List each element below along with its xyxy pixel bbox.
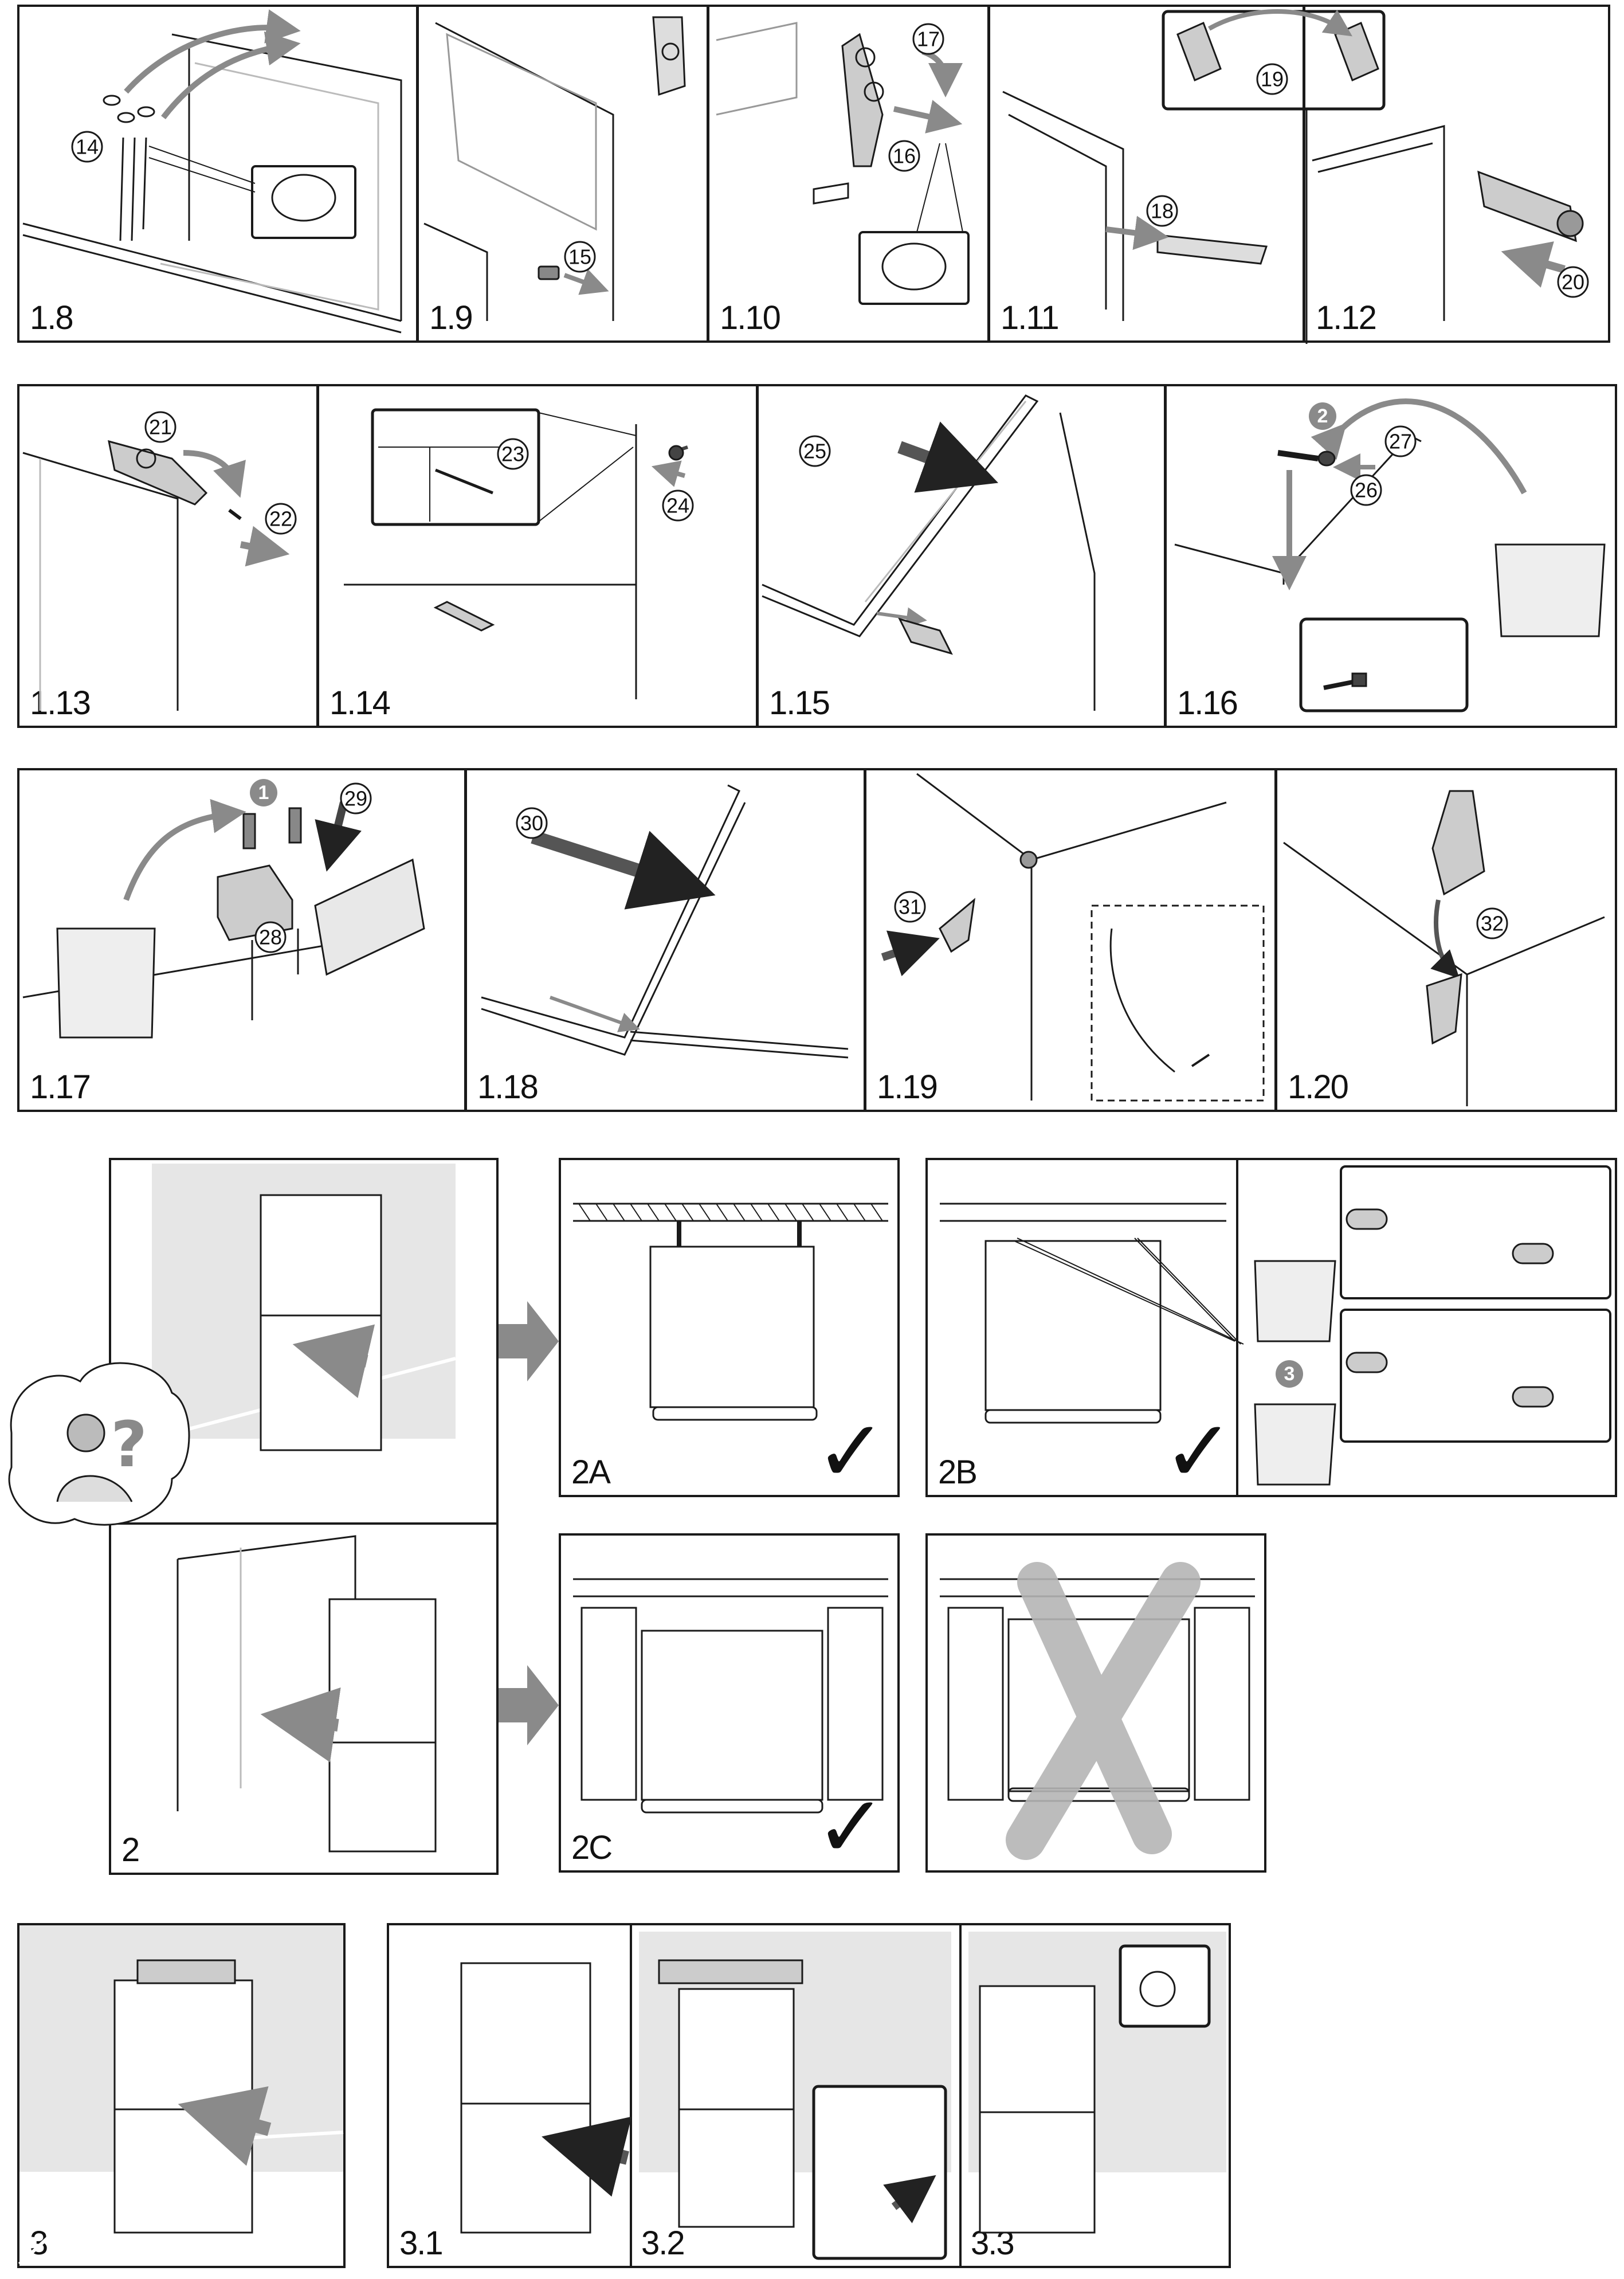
drawing-1-8 xyxy=(22,9,402,334)
drawing-3-2 xyxy=(639,1932,951,2260)
cross-icon xyxy=(1006,1562,1201,1860)
callout-24: 24 xyxy=(666,494,689,518)
callout-30: 30 xyxy=(520,812,543,835)
check-icon: ✓ xyxy=(815,1777,887,1873)
drawing-3 xyxy=(18,1925,344,2266)
step-label: 2B xyxy=(938,1454,978,1491)
callout-14: 14 xyxy=(76,135,99,159)
drawing-2B xyxy=(940,1165,1611,1486)
drawing-2 xyxy=(176,1535,437,1853)
step-label: 2 xyxy=(121,1831,140,1869)
step-label: 3.2 xyxy=(641,2225,685,2262)
callout-28: 28 xyxy=(259,926,282,949)
callout-20: 20 xyxy=(1562,271,1584,294)
step-label: 1.18 xyxy=(477,1068,539,1106)
drawing-1-10 xyxy=(716,22,970,305)
drawing-3-3 xyxy=(968,1932,1226,2234)
panel-1-11: 1.11 xyxy=(988,5,1305,343)
badge-1: 1 xyxy=(258,782,269,804)
callout-21: 21 xyxy=(149,416,172,439)
drawing-1-20 xyxy=(1283,790,1605,1106)
step-label: 1.14 xyxy=(329,684,391,722)
badge-3: 3 xyxy=(1284,1363,1295,1385)
thinking-person-icon xyxy=(8,1362,190,1526)
step-label: 2A xyxy=(571,1454,611,1491)
drawing-1-11 xyxy=(1002,9,1386,344)
drawing-1-18 xyxy=(481,784,849,1059)
step-label: 1.15 xyxy=(769,684,830,722)
drawing-1-15 xyxy=(762,394,1096,711)
drawing-1-17 xyxy=(22,798,425,1039)
step-label: 1.17 xyxy=(30,1068,91,1106)
callout-31: 31 xyxy=(899,895,921,919)
check-icon: ✓ xyxy=(815,1402,887,1497)
step-label: 3 xyxy=(30,2225,48,2262)
callouts xyxy=(71,23,1589,953)
callout-22: 22 xyxy=(269,507,292,531)
check-icon: ✓ xyxy=(1163,1402,1235,1497)
step-label: 1.19 xyxy=(877,1068,938,1106)
callout-15: 15 xyxy=(568,245,591,269)
callout-26: 26 xyxy=(1355,479,1378,502)
panel-2A: 2A ✓ xyxy=(559,1158,900,1497)
step-label: 1.20 xyxy=(1288,1068,1349,1106)
drawing-2D xyxy=(940,1578,1255,1802)
panel-2C: 2C ✓ xyxy=(559,1533,900,1873)
callout-18: 18 xyxy=(1151,199,1174,223)
callout-19: 19 xyxy=(1261,68,1284,91)
drawing-2-top xyxy=(151,1164,456,1451)
step-label: 1.8 xyxy=(30,299,74,336)
badge-callouts xyxy=(250,402,1336,1388)
drawing-1-16 xyxy=(1174,398,1606,712)
drawing-1-9 xyxy=(423,16,686,321)
step-label: 1.10 xyxy=(720,299,781,336)
callout-16: 16 xyxy=(893,144,916,168)
callout-29: 29 xyxy=(344,787,367,810)
step-label: 1.12 xyxy=(1316,299,1377,336)
step-label: 1.11 xyxy=(1001,299,1060,336)
callout-25: 25 xyxy=(803,440,826,463)
drawing-3-1 xyxy=(460,1962,632,2234)
drawing-1-12 xyxy=(1312,125,1584,321)
step-label: 1.9 xyxy=(429,299,473,336)
drawing-1-19 xyxy=(881,773,1265,1102)
step-label: 1.16 xyxy=(1177,684,1238,722)
big-arrows xyxy=(499,1301,559,1745)
panel-1-8: 1.8 xyxy=(17,5,418,343)
callout-17: 17 xyxy=(917,28,940,51)
badge-2: 2 xyxy=(1317,405,1328,427)
step-label: 3.1 xyxy=(399,2225,444,2262)
question-icon: ? xyxy=(111,1408,147,1481)
drawing-1-14 xyxy=(344,408,688,699)
drawing-2C xyxy=(573,1578,888,1814)
callout-23: 23 xyxy=(501,443,524,466)
drawing-1-13 xyxy=(22,440,290,711)
callout-27: 27 xyxy=(1389,430,1412,453)
callout-32: 32 xyxy=(1481,912,1504,935)
step-label: 2C xyxy=(571,1829,613,1866)
drawing-2A xyxy=(573,1203,888,1421)
